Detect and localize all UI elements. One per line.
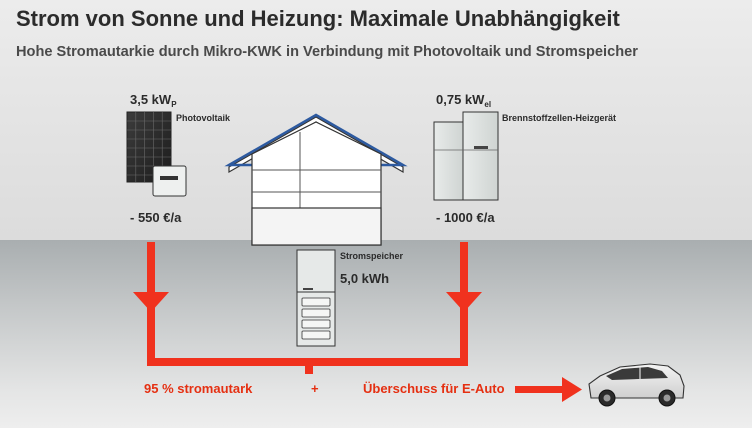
- fuel-cell-power: 0,75 kWel: [436, 92, 492, 109]
- fuel-cell-heater-icon: [433, 111, 499, 201]
- arrow-down-left: [133, 292, 169, 312]
- storage-label: Stromspeicher: [340, 251, 404, 261]
- pv-cost: - 550 €/a: [130, 210, 182, 225]
- inverter-icon: [152, 165, 187, 197]
- pv-power: 3,5 kWP: [130, 92, 177, 109]
- energy-flow-arrows: [133, 242, 582, 402]
- plus-sign: +: [311, 381, 319, 396]
- electric-car-icon: [588, 363, 685, 407]
- pv-power-value: 3,5 kW: [130, 92, 172, 107]
- fuel-cell-label: Brennstoffzellen-Heizgerät: [502, 113, 617, 123]
- surplus-label: Überschuss für E-Auto: [363, 381, 505, 396]
- battery-storage-icon: [296, 249, 336, 347]
- arrow-right-car: [562, 377, 582, 402]
- arrow-down-right: [446, 292, 482, 312]
- house-icon: [224, 113, 408, 246]
- autarky-label: 95 % stromautark: [144, 381, 253, 396]
- pv-label: Photovoltaik: [176, 113, 231, 123]
- storage-capacity: 5,0 kWh: [340, 271, 390, 286]
- fuel-cell-power-subscript: el: [484, 100, 492, 109]
- page-subtitle: Hohe Stromautarkie durch Mikro-KWK in Ve…: [16, 44, 638, 60]
- page-title: Strom von Sonne und Heizung: Maximale Un…: [16, 6, 620, 31]
- fuel-cell-power-value: 0,75 kW: [436, 92, 485, 107]
- pv-power-subscript: P: [171, 100, 177, 109]
- fuel-cell-cost: - 1000 €/a: [436, 210, 495, 225]
